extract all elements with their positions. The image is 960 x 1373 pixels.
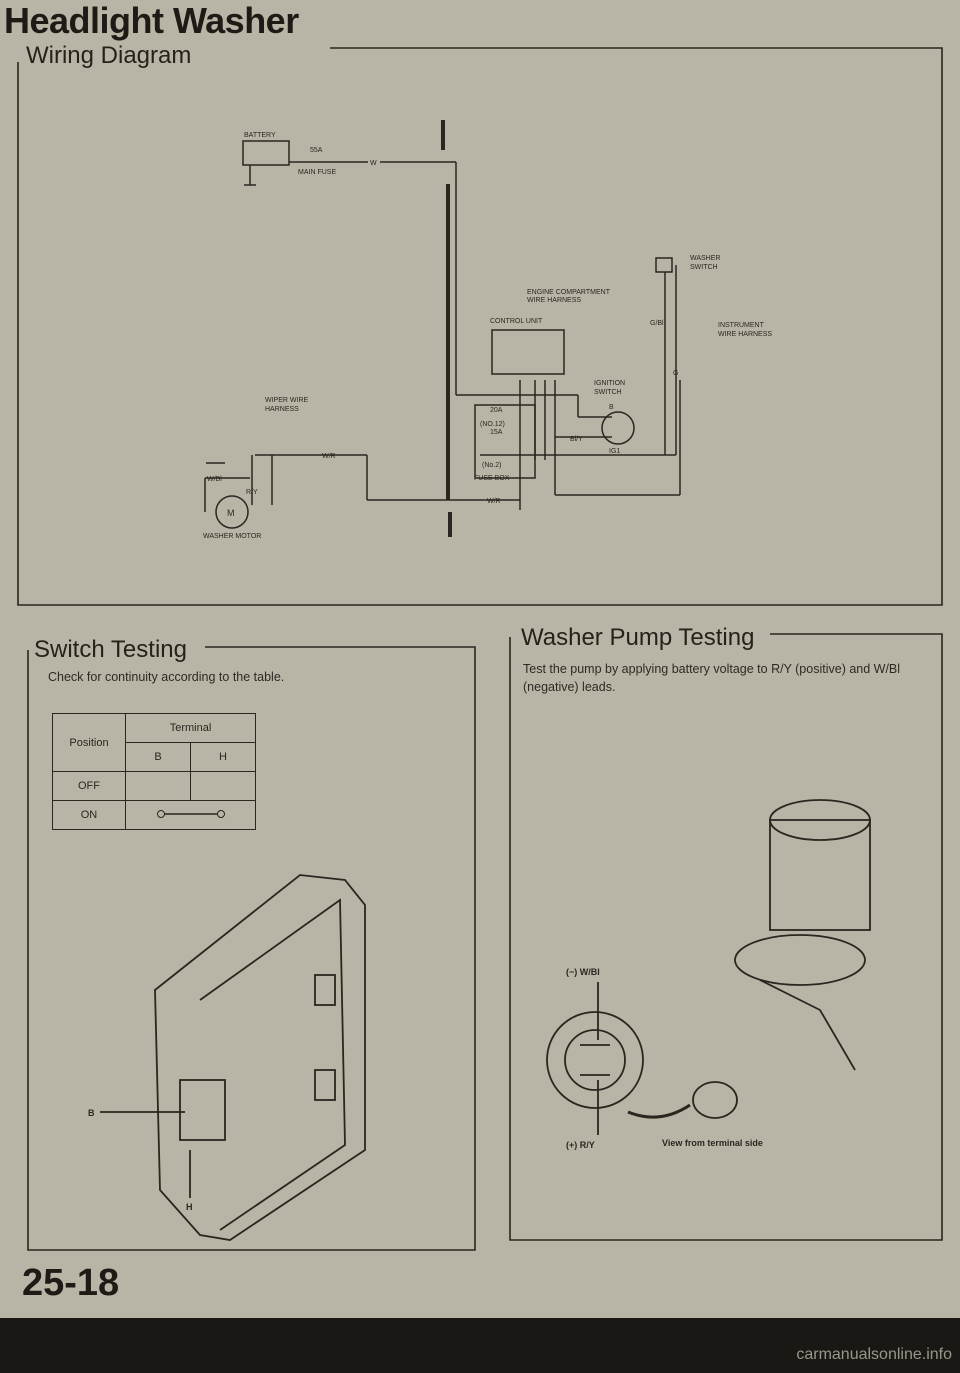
label-15a: 15A bbox=[490, 429, 503, 436]
washer-switch-symbol bbox=[655, 257, 673, 273]
label-ignition-switch: IGNITION bbox=[594, 380, 625, 387]
label-main-fuse: MAIN FUSE bbox=[298, 169, 336, 176]
label-no2: (No.2) bbox=[482, 462, 501, 469]
label-washer-switch: WASHER bbox=[690, 255, 720, 262]
label-g: G bbox=[673, 370, 678, 377]
wiring-labels: BATTERY 55A MAIN FUSE W ENGINE COMPARTME… bbox=[203, 132, 772, 540]
label-bl-y: Bl/Y bbox=[570, 436, 583, 443]
row-on: ON bbox=[52, 800, 126, 830]
fuse-box-outline bbox=[474, 404, 536, 479]
page-number: 25-18 bbox=[22, 1262, 120, 1304]
label-no12: (NO.12) bbox=[480, 421, 505, 428]
label-motor: M bbox=[227, 508, 235, 518]
label-fuse-box: FUSE BOX bbox=[474, 475, 510, 482]
label-negative-lead: (−) W/Bl bbox=[566, 967, 600, 977]
label-washer-motor: WASHER MOTOR bbox=[203, 533, 261, 540]
label-instrument-harness: INSTRUMENT bbox=[718, 322, 765, 329]
control-unit-box bbox=[491, 329, 565, 375]
header-terminal: Terminal bbox=[125, 713, 256, 743]
header-h: H bbox=[190, 742, 256, 772]
label-engine-harness-2: WIRE HARNESS bbox=[527, 297, 581, 304]
label-w-bl: W/Bl bbox=[207, 476, 222, 483]
wiring-diagram bbox=[204, 120, 681, 537]
label-washer-switch-2: SWITCH bbox=[690, 264, 718, 271]
battery-symbol bbox=[242, 140, 290, 166]
label-r-y: R/Y bbox=[246, 489, 258, 496]
label-battery: BATTERY bbox=[244, 132, 276, 139]
label-engine-harness: ENGINE COMPARTMENT bbox=[527, 289, 611, 296]
label-terminal-b: B bbox=[88, 1108, 95, 1118]
wiring-diagram-title: Wiring Diagram bbox=[22, 42, 196, 70]
switch-frame bbox=[27, 646, 476, 1251]
label-wiper-harness-2: HARNESS bbox=[265, 406, 299, 413]
continuity-mark bbox=[125, 800, 256, 830]
washer-motor-symbol bbox=[215, 495, 249, 529]
pump-illustration bbox=[546, 799, 871, 1135]
label-positive-lead: (+) R/Y bbox=[566, 1140, 595, 1150]
label-b: B bbox=[609, 404, 614, 411]
header-position: Position bbox=[52, 713, 126, 772]
continuity-table: Position Terminal B H OFF ON bbox=[52, 713, 256, 830]
label-ignition-switch-2: SWITCH bbox=[594, 389, 622, 396]
label-w: W bbox=[370, 160, 377, 167]
pump-testing-title: Washer Pump Testing bbox=[517, 624, 759, 652]
label-w-r: W/R bbox=[322, 453, 336, 460]
label-instrument-harness-2: WIRE HARNESS bbox=[718, 331, 772, 338]
label-ig1: IG1 bbox=[609, 448, 620, 455]
page-title: Headlight Washer bbox=[4, 0, 299, 41]
label-control-unit: CONTROL UNIT bbox=[490, 318, 543, 325]
switch-illustration bbox=[100, 874, 366, 1241]
page-bottom-shadow bbox=[0, 1318, 960, 1373]
pump-testing-instruction: Test the pump by applying battery voltag… bbox=[523, 662, 901, 694]
label-w-r-2: W/R bbox=[487, 498, 501, 505]
label-20a: 20A bbox=[490, 407, 503, 414]
label-g-bl: G/Bl bbox=[650, 320, 664, 327]
switch-testing-title: Switch Testing bbox=[30, 636, 191, 664]
switch-testing-instruction: Check for continuity according to the ta… bbox=[48, 670, 285, 684]
label-55a: 55A bbox=[310, 147, 323, 154]
label-terminal-h: H bbox=[186, 1202, 193, 1212]
section-frames bbox=[17, 47, 943, 1251]
row-off: OFF bbox=[52, 771, 126, 801]
continuity-line-icon bbox=[156, 809, 225, 818]
label-wiper-harness: WIPER WIRE bbox=[265, 397, 308, 404]
watermark: carmanualsonline.info bbox=[796, 1346, 952, 1363]
wiring-frame bbox=[17, 47, 943, 606]
header-b: B bbox=[125, 742, 191, 772]
label-view-side: View from terminal side bbox=[662, 1138, 763, 1148]
pump-frame bbox=[509, 633, 943, 1241]
ignition-switch-symbol bbox=[601, 411, 635, 445]
